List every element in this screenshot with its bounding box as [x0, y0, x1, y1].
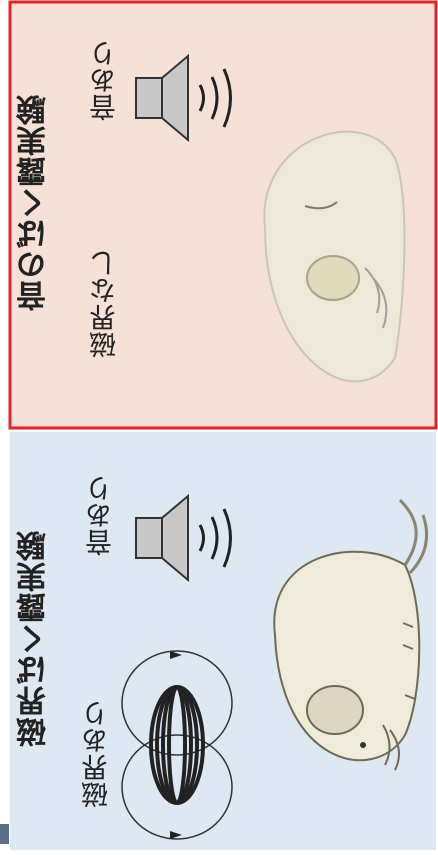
magnetic-exposure-panel: 磁界ばく露実験 音あり 磁界あり [0, 430, 438, 855]
speaker-icon [135, 53, 189, 143]
magnetic-field-icon [121, 650, 233, 756]
sound-wave-icon [198, 68, 232, 128]
magnetic-experiment-title: 磁界ばく露実験 [17, 530, 52, 747]
mouse-illustration [263, 130, 406, 383]
sound-on-label: 音あり [86, 475, 117, 556]
coil-icon [121, 650, 233, 840]
sound-on-label: 音あり [90, 40, 121, 121]
speaker-icon [135, 493, 189, 583]
noise-experiment-title: 音のばく露実験 [17, 94, 52, 311]
noise-exposure-panel: 音のばく露実験 音あり 磁界なし [8, 0, 438, 430]
mouse-illustration [273, 498, 429, 771]
sound-wave-icon [198, 508, 232, 568]
magnetic-off-label: 磁界なし [90, 250, 121, 358]
